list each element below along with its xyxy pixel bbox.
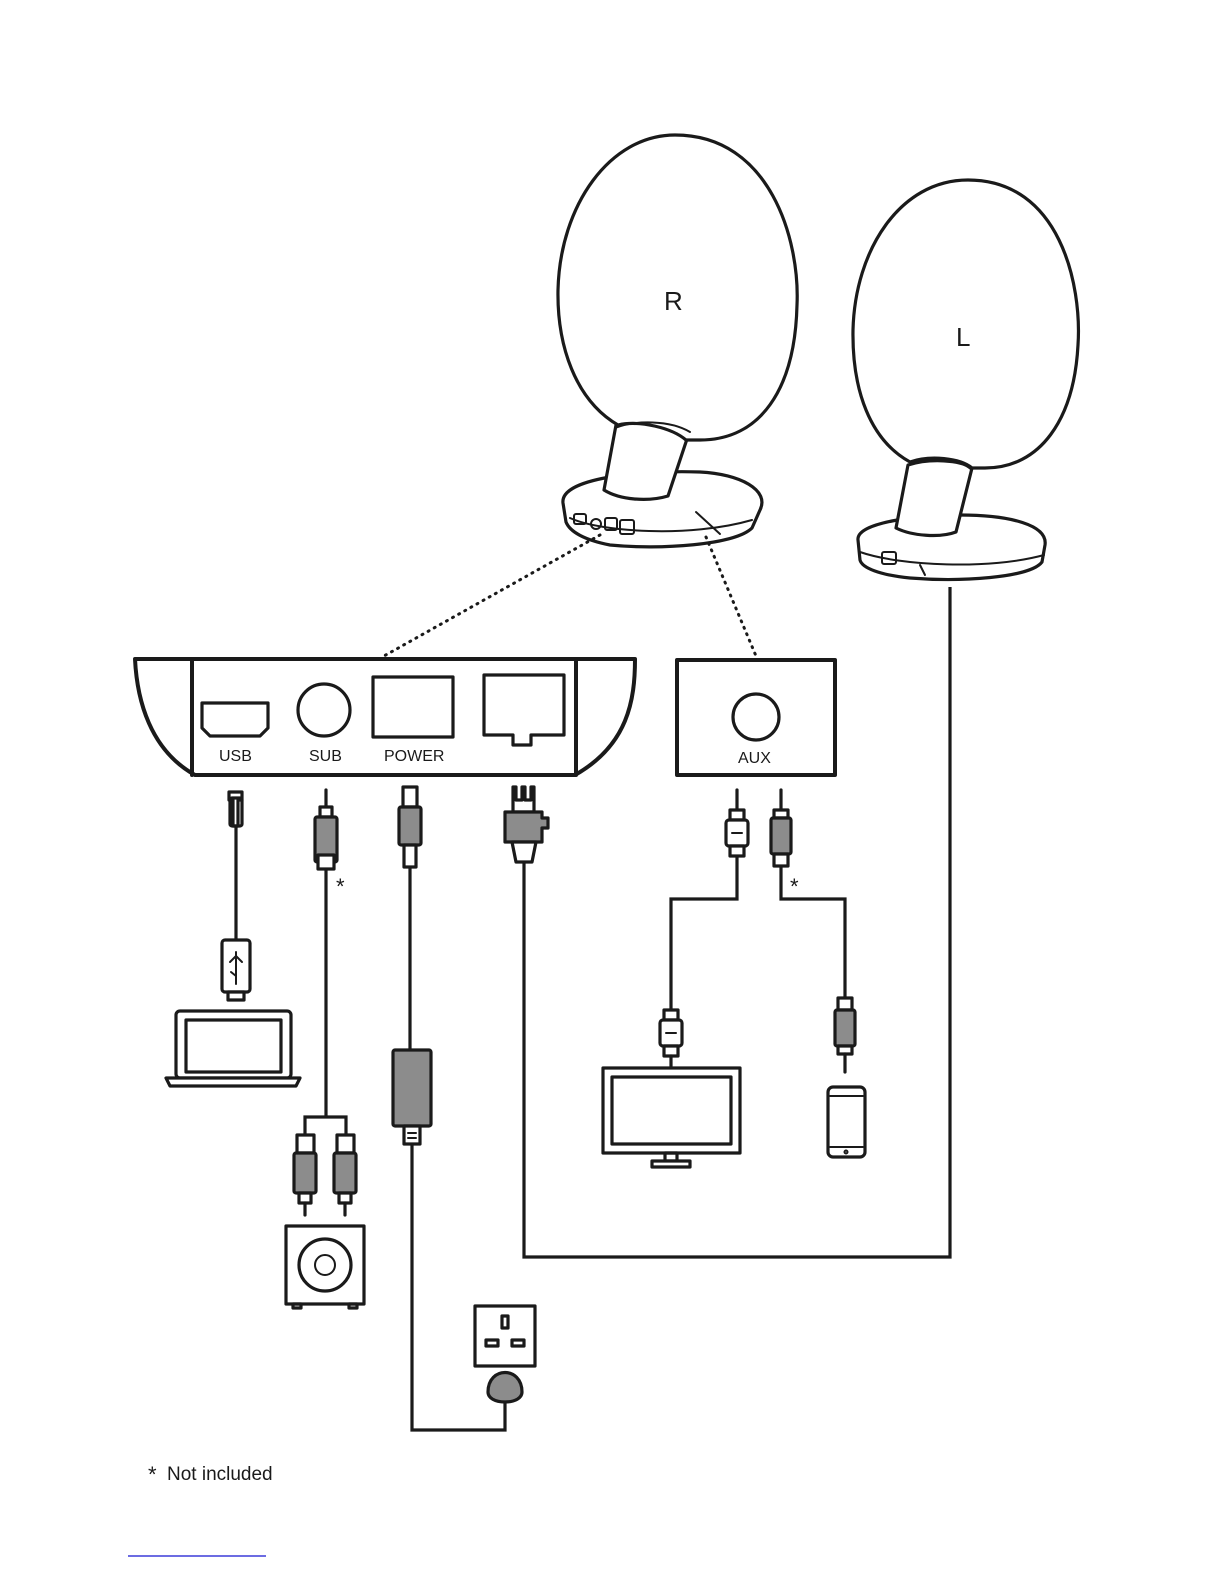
back-panel: USB SUB POWER <box>135 659 635 775</box>
subwoofer-icon <box>286 1226 364 1308</box>
tv-icon <box>603 1068 740 1167</box>
aux-port-label: AUX <box>738 750 771 767</box>
sub-cable: * <box>294 790 356 1215</box>
usb-port-label: USB <box>219 748 252 765</box>
sub-port-label: SUB <box>309 748 342 765</box>
right-speaker-label: R <box>664 286 683 316</box>
right-speaker: R <box>558 135 797 547</box>
footnote: * Not included <box>148 1462 273 1487</box>
footnote-symbol: * <box>148 1462 157 1487</box>
laptop-icon <box>166 1011 300 1086</box>
power-adapter <box>393 1050 431 1126</box>
power-port-label: POWER <box>384 748 444 765</box>
left-speaker-label: L <box>956 322 970 352</box>
not-included-marker-aux: * <box>790 874 799 899</box>
callout-line-aux-panel <box>706 537 756 656</box>
aux-cable-tv <box>660 790 748 1066</box>
not-included-marker: * <box>336 874 345 899</box>
usb-cable <box>222 792 250 1000</box>
aux-cable-phone: * <box>771 790 855 1072</box>
aux-panel: AUX <box>677 660 835 775</box>
callout-line-back-panel <box>384 535 600 656</box>
phone-icon <box>828 1087 865 1157</box>
footnote-text: Not included <box>167 1464 273 1485</box>
wall-socket-icon <box>475 1306 535 1402</box>
left-speaker: L <box>853 180 1078 579</box>
